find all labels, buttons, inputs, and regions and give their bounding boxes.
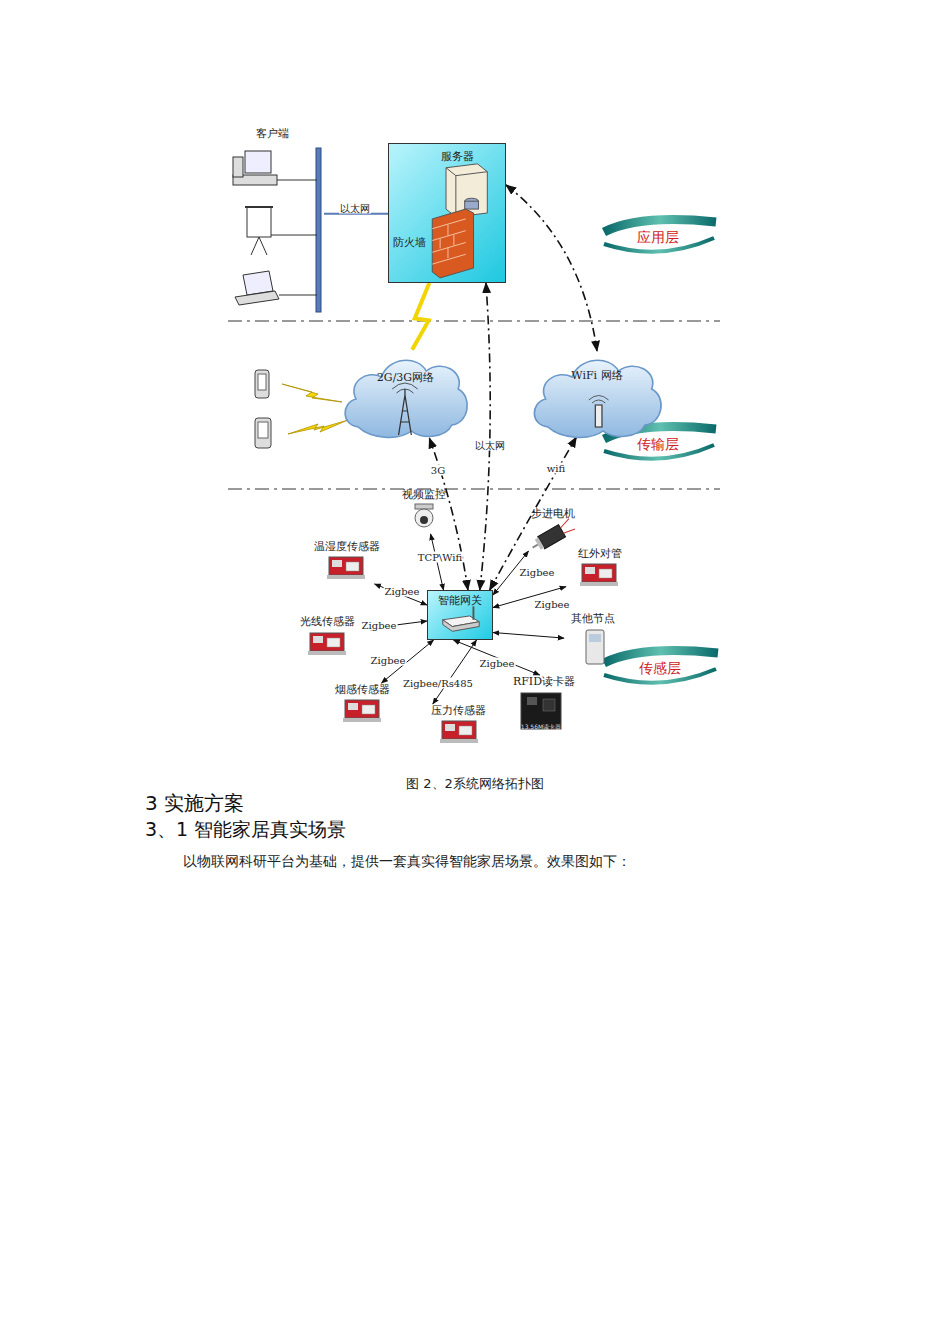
section-heading: 3、1 智能家居真实场景 — [145, 818, 346, 841]
device-node: 红外对管 — [566, 547, 634, 591]
connector — [429, 438, 467, 590]
device-node: 其他节点 — [564, 612, 622, 670]
server-box: 服务器防火墙 — [388, 143, 506, 283]
node-label: 温湿度传感器 — [301, 540, 393, 553]
node-label: WiFi 网络 — [528, 369, 666, 382]
connector — [433, 640, 477, 704]
node-label: RFID读卡器 — [501, 675, 587, 688]
wireless-link — [412, 283, 429, 350]
device-node: 温湿度传感器 — [301, 540, 393, 584]
layer-name: 传感层 — [639, 659, 681, 677]
node-label: 客户端 — [221, 127, 324, 140]
node-label: 光线传感器 — [288, 615, 366, 628]
edge-label: 3G — [430, 465, 446, 476]
device-node: 压力传感器 — [416, 704, 500, 748]
node-label: 压力传感器 — [416, 704, 500, 717]
edge-label: TCP\Wifi — [417, 552, 463, 563]
network-cloud: WiFi 网络 — [528, 347, 666, 442]
edge-label: Zigbee — [534, 599, 571, 610]
ethernet-bus — [316, 148, 321, 312]
device-node: 烟感传感器 — [323, 683, 401, 727]
figure-caption: 图 2、2系统网络拓扑图 — [406, 775, 544, 792]
edge-label: wifi — [546, 463, 566, 474]
edge-label: Zigbee — [519, 567, 556, 578]
connector — [453, 640, 539, 675]
edge-label: 以太网 — [339, 203, 371, 214]
node-label: 2G/3G网络 — [339, 371, 472, 384]
device-node: 视频监控 — [391, 488, 457, 534]
node-label: 其他节点 — [564, 612, 622, 625]
edge-label: Zigbee/Rs485 — [402, 678, 474, 689]
device-node: 光线传感器 — [288, 615, 366, 661]
cloud-shape — [339, 347, 472, 442]
body-paragraph: 以物联网科研平台为基础，提供一套真实得智能家居场景。效果图如下： — [183, 852, 631, 870]
node-label: 步进电机 — [518, 507, 588, 520]
mobile-phone — [255, 370, 271, 448]
board-marking: 13.56M读卡器 — [521, 722, 561, 732]
edge-label: Zigbee — [370, 655, 407, 666]
layer-swoosh — [604, 220, 718, 683]
node-label: 服务器 — [441, 150, 474, 163]
node-label: 烟感传感器 — [323, 683, 401, 696]
section-heading: 3 实施方案 — [145, 791, 244, 815]
network-cloud: 2G/3G网络 — [339, 347, 472, 442]
server-firewall-icons — [389, 144, 505, 282]
connector — [493, 633, 564, 639]
layer-name: 传输层 — [637, 435, 679, 453]
wireless-bolt — [282, 384, 348, 434]
node-label: 防火墙 — [393, 236, 426, 249]
cloud-shape — [528, 347, 666, 442]
layer-separator — [228, 321, 720, 489]
device-node: 步进电机 — [518, 507, 588, 551]
connector — [480, 283, 490, 590]
client-icons — [221, 125, 324, 310]
edge-label: 以太网 — [474, 440, 506, 451]
edge-label: Zigbee — [479, 658, 516, 669]
node-label: 智能网关 — [428, 594, 492, 607]
device-node: 客户端 — [221, 125, 324, 310]
edge-label: Zigbee — [361, 620, 398, 631]
layer-name: 应用层 — [637, 228, 679, 246]
gateway-box: 智能网关 — [427, 590, 493, 640]
edge-label: Zigbee — [384, 586, 421, 597]
node-label: 红外对管 — [566, 547, 634, 560]
node-label: 视频监控 — [391, 488, 457, 501]
connector — [375, 584, 427, 605]
connector — [506, 185, 597, 351]
